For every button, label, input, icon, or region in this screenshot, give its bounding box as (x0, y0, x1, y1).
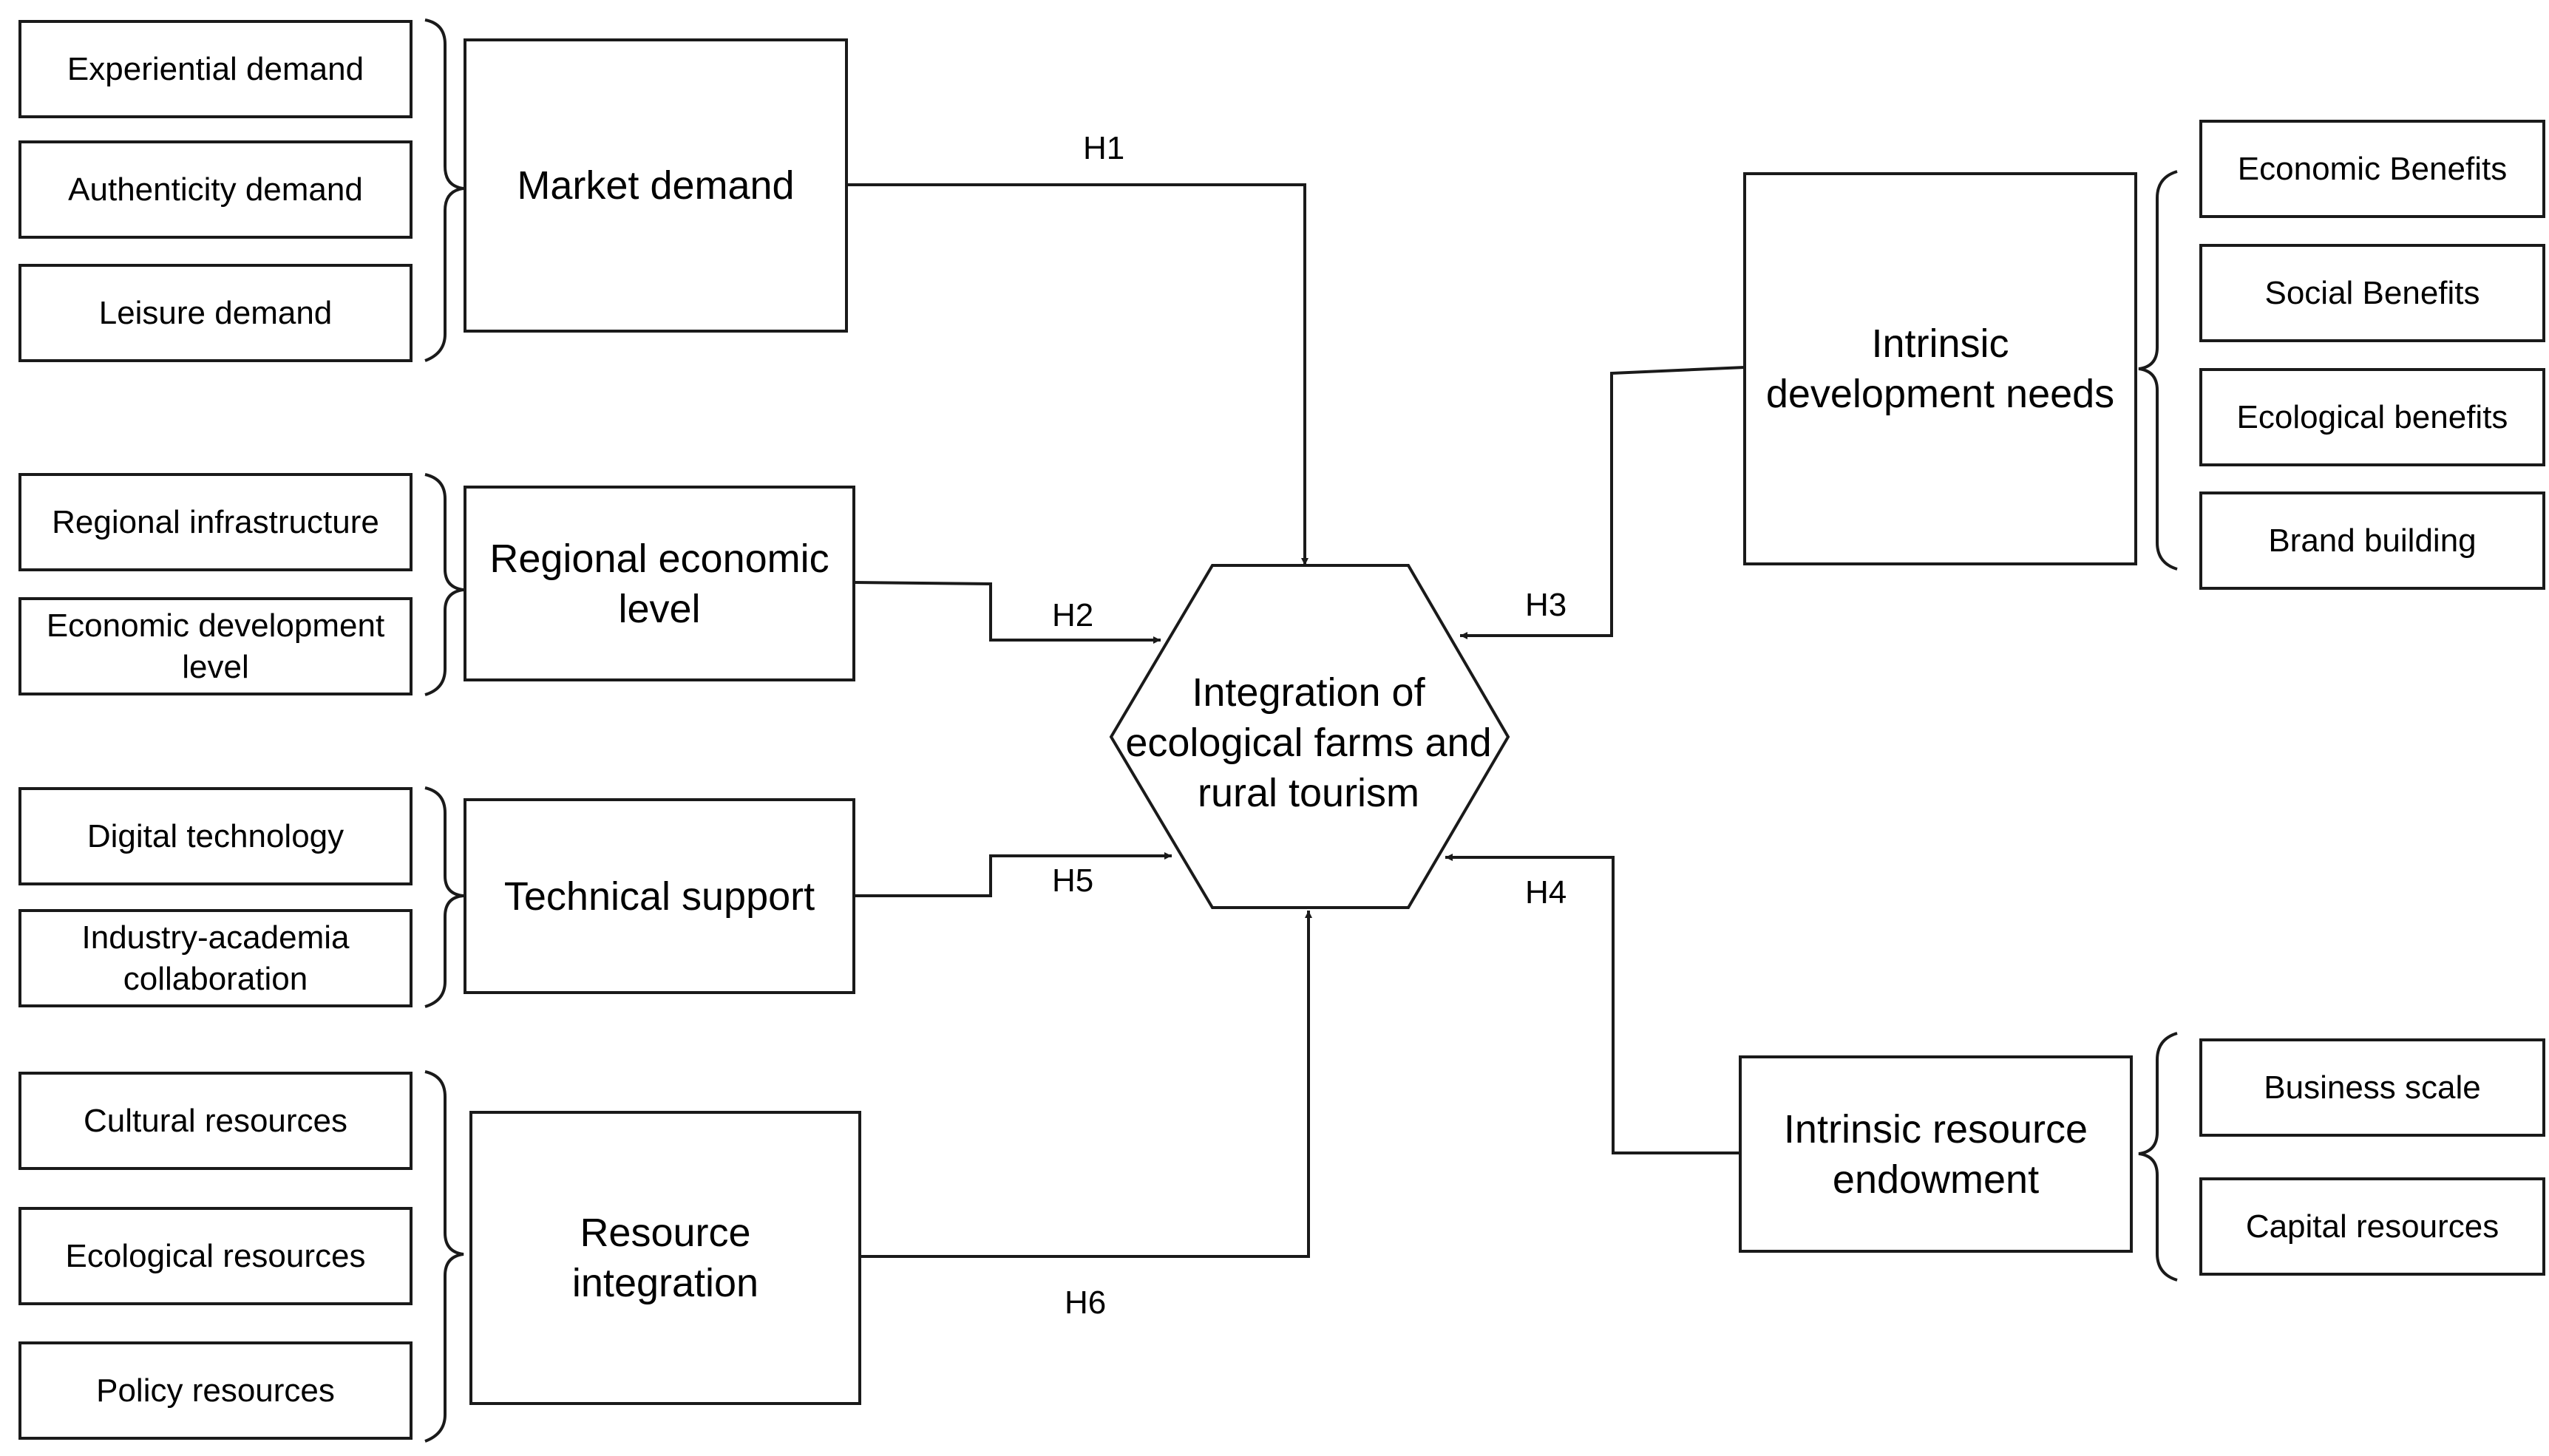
indicator-box: Leisure demand (18, 264, 413, 362)
indicator-box: Brand building (2199, 491, 2545, 590)
brace-intrinsic-development-needs (2138, 170, 2178, 571)
indicator-box: Policy resources (18, 1341, 413, 1440)
arrow-h4 (1445, 854, 1741, 1154)
indicator-label: Economic Benefits (2237, 150, 2508, 187)
indicator-label: Business scale (2264, 1069, 2481, 1106)
indicator-box: Capital resources (2199, 1177, 2545, 1276)
arrow-h3 (1460, 366, 1745, 639)
hypothesis-label-h5: H5 (1052, 863, 1094, 899)
factor-resource-integration-label: Resource integration (571, 1211, 759, 1305)
factor-regional-economic-level-label: Regional economic level (489, 536, 829, 631)
indicator-box: Regional infrastructure (18, 473, 413, 571)
indicator-label: Industry-academia collaboration (81, 919, 350, 997)
factor-technical-support-label: Technical support (503, 874, 815, 919)
indicator-label: Ecological benefits (2236, 398, 2508, 435)
hypothesis-label-h6: H6 (1065, 1285, 1107, 1321)
arrow-h2 (853, 581, 1161, 644)
factor-market-demand: Market demand (464, 38, 848, 333)
indicator-label: Authenticity demand (68, 171, 363, 208)
factor-intrinsic-resource-endowment-label: Intrinsic resource endowment (1783, 1106, 2088, 1202)
indicator-label: Experiential demand (67, 50, 364, 87)
center-label: Integration of ecological farms and rura… (1125, 670, 1492, 815)
indicator-label: Ecological resources (65, 1237, 366, 1274)
brace-intrinsic-resource-endowment (2138, 1032, 2178, 1282)
arrow-h1 (846, 183, 1309, 565)
arrow-h6 (860, 911, 1312, 1258)
indicator-box: Business scale (2199, 1038, 2545, 1137)
factor-technical-support: Technical support (464, 798, 855, 994)
factor-market-demand-label: Market demand (517, 163, 795, 208)
indicator-box: Digital technology (18, 787, 413, 885)
brace-regional-economic-level (424, 473, 464, 696)
indicator-label: Regional infrastructure (52, 503, 379, 540)
indicator-label: Cultural resources (83, 1102, 348, 1139)
factor-resource-integration: Resource integration (469, 1111, 861, 1405)
indicator-box: Economic Benefits (2199, 120, 2545, 218)
factor-intrinsic-resource-endowment: Intrinsic resource endowment (1739, 1055, 2133, 1253)
indicator-label: Social Benefits (2264, 274, 2480, 311)
center-hexagon (1109, 564, 1510, 909)
indicator-box: Ecological resources (18, 1207, 413, 1305)
indicator-box: Experiential demand (18, 20, 413, 118)
indicator-label: Leisure demand (98, 294, 333, 331)
factor-intrinsic-development-needs: Intrinsic development needs (1743, 172, 2137, 565)
hypothesis-label-h1: H1 (1083, 130, 1125, 166)
indicator-label: Economic development level (46, 607, 385, 685)
factor-intrinsic-development-needs-label: Intrinsic development needs (1765, 322, 2115, 416)
indicator-box: Economic development level (18, 597, 413, 695)
hypothesis-label-h4: H4 (1525, 874, 1567, 911)
factor-regional-economic-level: Regional economic level (464, 486, 855, 681)
brace-resource-integration (424, 1070, 464, 1443)
indicator-label: Capital resources (2245, 1208, 2499, 1245)
hypothesis-label-h2: H2 (1052, 597, 1094, 633)
indicator-box: Industry-academia collaboration (18, 909, 413, 1007)
indicator-box: Authenticity demand (18, 140, 413, 239)
indicator-label: Brand building (2268, 522, 2477, 559)
indicator-box: Ecological benefits (2199, 368, 2545, 466)
arrow-h5 (854, 852, 1172, 897)
indicator-box: Cultural resources (18, 1072, 413, 1170)
brace-market-demand (424, 18, 464, 362)
indicator-label: Policy resources (96, 1372, 335, 1409)
brace-technical-support (424, 786, 464, 1008)
indicator-label: Digital technology (86, 817, 344, 854)
hypothesis-label-h3: H3 (1525, 587, 1567, 623)
indicator-box: Social Benefits (2199, 244, 2545, 342)
